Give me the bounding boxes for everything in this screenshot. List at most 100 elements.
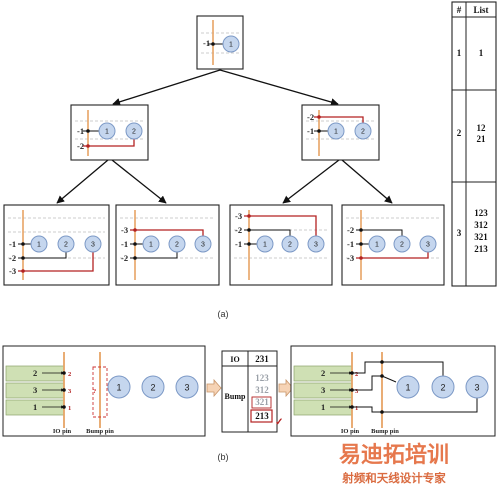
bump-header: Bump — [225, 392, 246, 401]
io-pin-label: 2 — [321, 368, 325, 378]
watermark: 易迪拓培训 射频和天线设计专家 — [339, 442, 449, 485]
bump-label: 1 — [263, 242, 267, 249]
pin-tag: 1 — [355, 405, 358, 412]
tree-node-root: -1 1 — [196, 15, 244, 70]
io-pin-label: -2 — [9, 253, 16, 263]
bump-pin-caption: Bump pin — [371, 428, 399, 435]
bump-label: 3 — [91, 242, 95, 249]
bump-circle — [393, 235, 411, 253]
bump-label: 1 — [229, 42, 233, 49]
io-pin-label: 2 — [33, 368, 37, 378]
bump-label: 3 — [201, 242, 205, 249]
bump-label: 2 — [150, 383, 155, 393]
table-cell: 321 — [474, 232, 488, 242]
part-b-right-panel: 2 3 1 2 3 1 1 2 3 IO pin Bump pin — [290, 345, 496, 437]
bump-candidate: 321 — [255, 397, 269, 407]
table-cell: 213 — [474, 244, 488, 254]
caption-b: (b) — [218, 452, 229, 462]
bump-label: 1 — [37, 242, 41, 249]
io-pin-label: -1 — [9, 239, 16, 249]
table-cell: 1 — [479, 48, 484, 58]
selected-candidate-box — [250, 409, 273, 423]
transition-arrow — [206, 378, 222, 398]
bump-circle — [57, 235, 75, 253]
transition-arrow — [278, 378, 294, 398]
io-pin-label: -1 — [307, 126, 314, 136]
bump-label: 3 — [184, 383, 189, 393]
io-pin-label: -2 — [235, 225, 242, 235]
bump-label: 3 — [314, 242, 318, 249]
bump-circle — [175, 375, 199, 399]
pin-tag: 3 — [355, 388, 359, 395]
bump-candidate: 312 — [255, 385, 269, 395]
table-row-num: 2 — [457, 128, 462, 138]
bump-circle — [396, 375, 420, 399]
tree-arrow — [219, 69, 339, 106]
tree-arrows — [56, 69, 393, 204]
io-pin-label: -3 — [235, 211, 242, 221]
io-pin-label: -3 — [121, 225, 128, 235]
bump-circle — [194, 235, 212, 253]
tree-arrow — [56, 159, 109, 204]
io-pin-label: 1 — [33, 402, 37, 412]
bump-label: 1 — [149, 242, 153, 249]
bump-circle — [327, 122, 345, 140]
io-pin-label: -1 — [77, 126, 84, 136]
bump-label: 2 — [361, 129, 365, 136]
tree-node-l3-2: -3 -1 -2 1 2 3 — [115, 204, 220, 286]
part-b-middle-table: IO 231 Bump 123 312 321 213 ✓ — [221, 350, 283, 433]
io-pin-label: 1 — [321, 402, 325, 412]
tree-arrow — [112, 69, 221, 106]
tree-node-l3-1: -1 -2 -3 1 2 3 — [3, 204, 110, 286]
bump-circle — [30, 235, 48, 253]
bump-label: 2 — [132, 129, 136, 136]
tree-diagram: -1 1 -1 -2 1 2 — [3, 15, 445, 286]
bump-label: 1 — [375, 242, 379, 249]
io-pin-label: -3 — [347, 253, 354, 263]
io-header: IO — [230, 355, 239, 364]
bump-label: 1 — [116, 383, 121, 393]
bump-circle — [141, 375, 165, 399]
watermark-line1: 易迪拓培训 — [339, 442, 449, 468]
table-cell: 21 — [477, 134, 487, 144]
tree-node-l3-3: -3 -2 -1 1 2 3 — [229, 204, 333, 286]
bump-label: 1 — [405, 383, 410, 393]
tree-arrow — [282, 159, 340, 204]
table-cell: 123 — [474, 208, 488, 218]
io-pin-label: 3 — [321, 385, 325, 395]
part-b-left-panel: 2 3 1 2 3 1 ? 1 2 3 IO pin Bump pin — [2, 345, 206, 437]
bump-label: 2 — [175, 242, 179, 249]
bump-circle — [307, 235, 325, 253]
candidate-bump-box — [92, 366, 108, 418]
bump-circle — [98, 122, 116, 140]
bump-circle — [419, 235, 437, 253]
bump-circle — [84, 235, 102, 253]
watermark-line2: 射频和天线设计专家 — [341, 471, 446, 485]
pin-tag: 3 — [68, 388, 72, 395]
table-row-num: 1 — [457, 48, 462, 58]
bump-circle — [125, 122, 143, 140]
pin-tag: 2 — [355, 371, 358, 378]
bump-label: 2 — [288, 242, 292, 249]
io-pin-label: -1 — [347, 239, 354, 249]
tree-arrow — [341, 159, 393, 204]
caption-a: (a) — [218, 309, 229, 319]
bump-circle — [256, 235, 274, 253]
bump-circle — [107, 375, 131, 399]
permutation-table: # List 1 1 2 12 21 3 123 312 321 213 — [451, 1, 497, 287]
bump-label: 2 — [440, 383, 445, 393]
io-pin-label: -1 — [235, 239, 242, 249]
bump-label: 3 — [426, 242, 430, 249]
io-pin-caption: IO pin — [53, 428, 72, 435]
io-pin-label: 3 — [33, 385, 37, 395]
bump-circle — [431, 375, 455, 399]
bump-label: 1 — [334, 129, 338, 136]
bump-label: 2 — [64, 242, 68, 249]
bump-pin-caption: Bump pin — [86, 428, 114, 435]
bump-candidate-selected: 213 — [255, 411, 269, 421]
io-pin-label: -1 — [203, 38, 210, 48]
tree-node-l2-left: -1 -2 1 2 — [70, 104, 149, 161]
tree-node-l2-right: -2 -1 1 2 — [301, 104, 380, 161]
bump-circle — [465, 375, 489, 399]
